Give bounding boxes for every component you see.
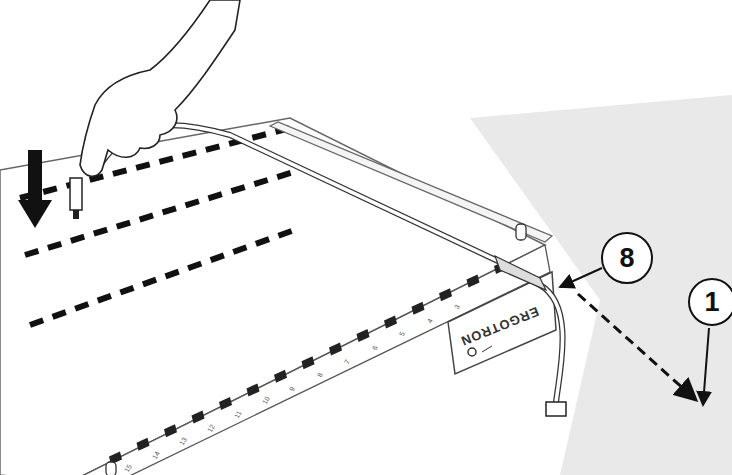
hand (80, 0, 240, 176)
usb-port (412, 302, 425, 315)
usb-port (219, 397, 232, 410)
usb-port (274, 370, 287, 383)
usb-port (137, 438, 150, 451)
callout-circle: 1 (688, 278, 732, 326)
callout-number: 8 (619, 245, 634, 272)
routing-arrow (578, 294, 696, 400)
usb-cable (505, 266, 563, 402)
usb-port (302, 356, 315, 369)
usb-tip (73, 210, 79, 219)
logo-divider (482, 346, 492, 352)
usb-port (192, 411, 205, 424)
usb-cable (100, 125, 500, 262)
usb-port (439, 288, 452, 301)
leader-line (703, 328, 709, 405)
cable-clip (495, 256, 546, 290)
latch (106, 462, 116, 475)
usb-plug (70, 178, 82, 210)
callout-circle: 8 (601, 232, 653, 284)
rail (270, 122, 552, 242)
vent-slots (20, 128, 300, 325)
leader-line (560, 268, 602, 287)
callout-number: 1 (704, 289, 719, 316)
usb-cable (505, 266, 563, 402)
latch (516, 224, 526, 240)
cable-connector (546, 402, 566, 416)
usb-port (384, 315, 397, 328)
usb-port (164, 424, 177, 437)
usb-cable (100, 125, 500, 262)
usb-port (357, 329, 370, 342)
usb-port (467, 275, 480, 288)
usb-port (247, 383, 260, 396)
usb-port (329, 343, 342, 356)
logo-icon (468, 348, 476, 356)
port-row (109, 261, 507, 464)
insert-arrow (18, 150, 52, 228)
